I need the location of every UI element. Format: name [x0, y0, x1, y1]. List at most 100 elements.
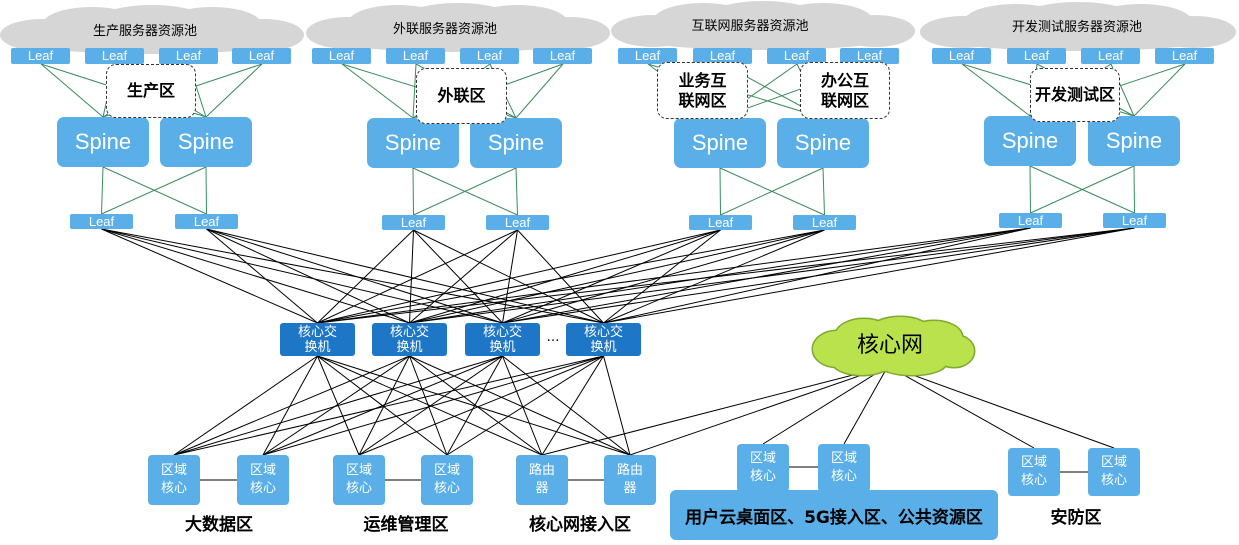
- pool-cloud-layer: [0, 1, 1237, 54]
- core-access-link: [173, 355, 318, 456]
- spine-switch: Spine: [367, 118, 459, 168]
- core-access-link: [358, 355, 503, 456]
- spine-switch: Spine: [1088, 116, 1180, 166]
- server-leaf: Leaf: [767, 48, 826, 64]
- spine-switch: Spine: [470, 118, 562, 168]
- spine-border-leaf-link: [719, 167, 721, 216]
- spine-switch: Spine: [160, 117, 252, 167]
- core-access-link: [262, 355, 604, 456]
- core-network-link: [762, 365, 889, 445]
- pool-title-devtest: 开发测试服务器资源池: [1011, 20, 1142, 35]
- core-access-link: [409, 355, 448, 456]
- core-switch: 核心交 换机: [465, 323, 540, 356]
- more-core-switches-ellipsis: …: [546, 330, 560, 345]
- spine-border-leaf-link: [412, 167, 414, 216]
- core-access-link: [502, 355, 543, 456]
- border-leaf-core-link: [409, 229, 825, 324]
- core-cloud-fill-puff: [878, 351, 946, 375]
- core-network-link: [843, 365, 889, 445]
- border-leaf-core-link: [206, 228, 410, 324]
- border-leaf-core-link: [502, 229, 721, 324]
- core-network-link: [887, 365, 1035, 449]
- region-core-node: 区域 核心: [237, 455, 289, 505]
- server-leaf: Leaf: [840, 48, 899, 64]
- core-access-link: [262, 355, 410, 456]
- leaf-spine-link: [515, 63, 564, 119]
- border-leaf-core-link: [317, 229, 721, 324]
- server-leaf: Leaf: [460, 48, 519, 64]
- core-switch: 核心交 换机: [566, 323, 641, 356]
- border-leaf-core-link: [206, 228, 318, 324]
- leaf-spine-link: [341, 63, 414, 119]
- border-leaf-core-link: [317, 229, 414, 324]
- border-leaf-core-link: [502, 227, 1031, 324]
- spine-switch: Spine: [777, 118, 869, 168]
- border-leaf-core-link: [409, 229, 721, 324]
- zone-label-core-network-access: 核心网接入区: [529, 515, 631, 535]
- region-core-node: 区域 核心: [737, 444, 789, 492]
- region-core-node: 区域 核心: [148, 455, 200, 505]
- border-leaf: Leaf: [70, 214, 133, 229]
- zone-external: 外联区: [416, 68, 507, 124]
- pool-cloud-puff: [1152, 16, 1237, 48]
- core-access-link: [409, 355, 543, 456]
- core-access-link: [446, 355, 604, 456]
- spine-border-leaf-link: [1029, 165, 1031, 214]
- border-leaf-core-link: [409, 229, 518, 324]
- pool-title-external: 外联服务器资源池: [392, 22, 497, 37]
- server-leaf: Leaf: [1155, 48, 1214, 64]
- border-leaf-core-link: [317, 227, 1135, 324]
- core-network-cloud: [811, 315, 976, 377]
- spine-border-leaf-link: [101, 166, 104, 215]
- region-core-node: 区域 核心: [1088, 448, 1140, 496]
- zone-production: 生产区: [106, 64, 196, 118]
- server-leaf: Leaf: [618, 48, 677, 64]
- pool-title-internet: 互联网服务器资源池: [691, 19, 809, 34]
- zone-label-ops-management: 运维管理区: [363, 515, 449, 535]
- pool-cloud: [611, 1, 915, 50]
- core-network-link: [541, 365, 889, 456]
- leaf-spine-link: [412, 63, 417, 119]
- spine-border-leaf-link: [413, 167, 517, 216]
- pool-cloud: [306, 3, 610, 52]
- border-leaf: Leaf: [1103, 213, 1166, 228]
- border-leaf: Leaf: [793, 215, 856, 230]
- pool-cloud: [0, 5, 304, 54]
- spine-border-leaf-link: [205, 166, 207, 215]
- zone-business-internet: 业务互 联网区: [657, 62, 748, 119]
- region-core-node: 区域 核心: [1008, 448, 1060, 496]
- spine-border-leaf-link: [1030, 165, 1135, 214]
- pool-cloud: [919, 2, 1237, 51]
- border-leaf: Leaf: [175, 214, 238, 229]
- border-leaf-core-link: [101, 228, 604, 324]
- zone-label-big-data: 大数据区: [185, 515, 253, 535]
- server-leaf: Leaf: [693, 48, 752, 64]
- border-leaf-core-link: [413, 229, 503, 324]
- server-leaf: Leaf: [533, 48, 592, 64]
- core-network-label: 核心网: [856, 333, 923, 358]
- server-leaf: Leaf: [386, 48, 445, 64]
- border-leaf: Leaf: [999, 213, 1062, 228]
- core-switch: 核心交 换机: [372, 323, 447, 356]
- region-core-node: 区域 核心: [333, 455, 385, 505]
- pool-cloud-puff: [224, 19, 304, 51]
- border-leaf-core-link: [502, 227, 1135, 324]
- zone-office-internet: 办公互 联网区: [800, 62, 890, 119]
- link-group: [40, 63, 1186, 481]
- core-access-link: [317, 355, 543, 456]
- core-access-link: [409, 355, 631, 456]
- core-cloud-fill-puff: [832, 347, 892, 375]
- core-access-link: [541, 355, 604, 456]
- core-switch: 核心交 换机: [280, 323, 355, 356]
- border-leaf-core-link: [603, 227, 1135, 324]
- spine-border-leaf-link: [822, 167, 825, 216]
- server-leaf: Leaf: [312, 48, 371, 64]
- spine-border-leaf-link: [515, 167, 518, 216]
- core-access-link: [262, 355, 503, 456]
- core-access-link: [173, 355, 604, 456]
- zone-label-user-desktop-5g-public: 用户云桌面区、5G接入区、公共资源区: [670, 490, 998, 540]
- pool-title-production: 生产服务器资源池: [92, 24, 197, 39]
- leaf-spine-link: [205, 63, 263, 118]
- server-leaf: Leaf: [1007, 48, 1066, 64]
